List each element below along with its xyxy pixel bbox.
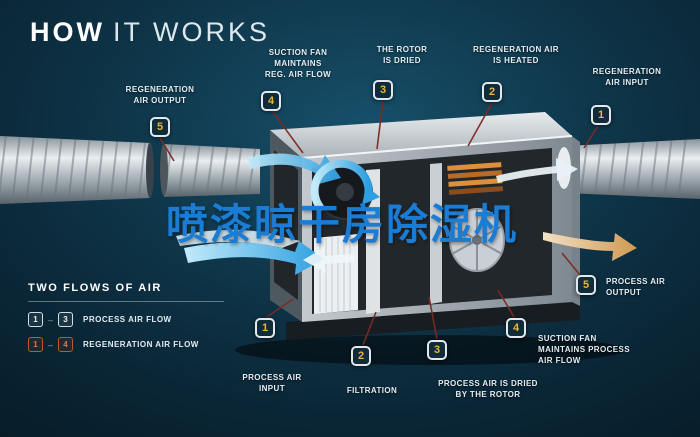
legend: TWO FLOWS OF AIR 1 – 3 PROCESS AIR FLOW … — [28, 282, 238, 352]
fan-swirl — [310, 159, 373, 211]
callout-lines — [159, 100, 599, 346]
fan-swirl-head — [362, 186, 380, 205]
callout-badge-1-bottom: 1 — [255, 318, 275, 338]
title-word-how: HOW — [30, 17, 105, 47]
legend-dash: – — [48, 314, 54, 325]
filter-panel — [314, 234, 358, 314]
callout-label-suction-fan-reg: SUCTION FAN MAINTAINS REG. AIR FLOW — [264, 48, 332, 80]
callout-label-process-air-input: PROCESS AIR INPUT — [242, 373, 302, 394]
process-in-arrow — [184, 241, 324, 275]
callout-badge-5-top: 5 — [150, 117, 170, 137]
legend-label-process: PROCESS AIR FLOW — [83, 315, 172, 324]
callout-badge-3-top: 3 — [373, 80, 393, 100]
callout-label-suction-fan-process: SUCTION FAN MAINTAINS PROCESS AIR FLOW — [538, 334, 630, 366]
rotor-wheel — [449, 208, 505, 272]
callout-badge-3-bottom: 3 — [427, 340, 447, 360]
process-in-highlight — [176, 229, 300, 248]
legend-badge-regen-from: 1 — [28, 337, 43, 352]
callout-label-regen-air-input: REGENERATION AIR INPUT — [592, 67, 662, 88]
legend-dash: – — [48, 339, 54, 350]
watermark-text: 喷漆晾干房除湿机 — [166, 201, 519, 248]
legend-label-regeneration: REGENERATION AIR FLOW — [83, 340, 199, 349]
regen-out-arrow — [248, 153, 341, 185]
callout-badge-4-bottom: 4 — [506, 318, 526, 338]
legend-divider — [28, 301, 224, 302]
heater — [447, 162, 504, 195]
right-duct — [566, 139, 700, 199]
callout-label-filtration: FILTRATION — [346, 386, 398, 395]
title-word-itworks: IT WORKS — [112, 17, 270, 47]
airflow-arrows — [176, 153, 637, 275]
callout-label-process-air-output: PROCESS AIR OUTPUT — [606, 277, 666, 298]
interior-arrow — [303, 247, 355, 273]
regen-in-arrow — [496, 158, 578, 183]
callout-label-regen-air-heated: REGENERATION AIR IS HEATED — [473, 45, 559, 66]
callout-badge-1-top: 1 — [591, 105, 611, 125]
callout-label-rotor-dried: THE ROTOR IS DRIED — [376, 45, 428, 66]
legend-badge-regen-to: 4 — [58, 337, 74, 352]
callout-badge-2-top: 2 — [482, 82, 502, 102]
legend-badge-process-to: 3 — [58, 312, 74, 327]
callout-badge-2-bottom: 2 — [351, 346, 371, 366]
callout-label-process-dried-rotor: PROCESS AIR IS DRIED BY THE ROTOR — [438, 379, 538, 400]
callout-badge-5-bottom: 5 — [576, 275, 596, 295]
legend-badge-process-from: 1 — [28, 312, 43, 327]
process-out-arrow — [543, 232, 637, 261]
legend-title: TWO FLOWS OF AIR — [28, 282, 162, 294]
callout-badge-4-top: 4 — [261, 91, 281, 111]
legend-row-process: 1 – 3 PROCESS AIR FLOW — [28, 312, 238, 327]
callout-label-regen-air-output: REGENERATION AIR OUTPUT — [125, 85, 195, 106]
legend-row-regeneration: 1 – 4 REGENERATION AIR FLOW — [28, 337, 238, 352]
left-duct — [0, 136, 260, 204]
